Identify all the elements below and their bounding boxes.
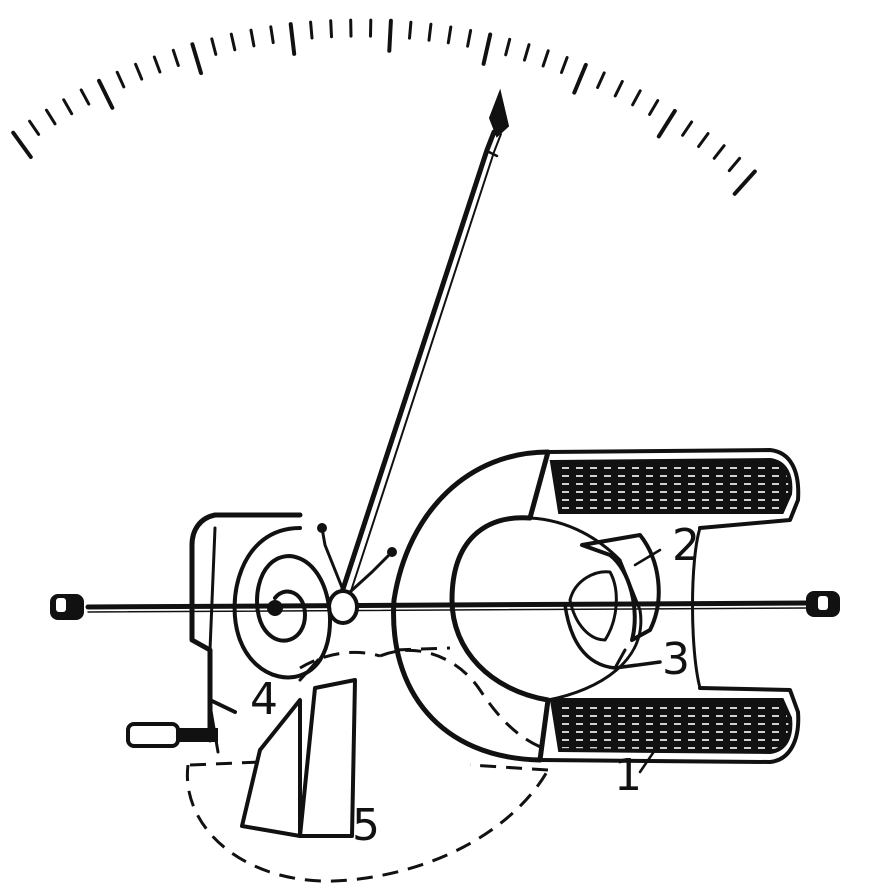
scale-minor-tick	[541, 49, 550, 68]
damping-vane	[240, 658, 357, 838]
spiral-spring	[232, 526, 332, 680]
scale-minor-tick	[62, 98, 74, 116]
meter-scale	[11, 18, 757, 196]
scale-minor-tick	[727, 156, 742, 173]
damping-chamber	[185, 650, 550, 883]
scale-minor-tick	[596, 71, 606, 89]
scale-minor-tick	[229, 32, 237, 52]
scale-minor-tick	[309, 20, 314, 40]
scale-minor-tick	[648, 99, 660, 116]
scale-minor-tick	[249, 28, 256, 48]
scale-major-tick	[481, 32, 493, 66]
label-part-4: 4	[250, 674, 278, 725]
scale-minor-tick	[134, 62, 144, 81]
coil-yoke	[379, 448, 801, 764]
coil-winding-upper	[549, 457, 793, 514]
scale-minor-tick	[79, 88, 91, 106]
scale-major-tick	[656, 109, 677, 139]
scale-minor-tick	[269, 25, 275, 45]
moving-iron-vane	[568, 533, 661, 642]
scale-minor-tick	[466, 29, 473, 48]
scale-major-tick	[11, 130, 33, 159]
scale-minor-tick	[681, 120, 694, 137]
scale-minor-tick	[210, 37, 218, 56]
scale-minor-tick	[427, 22, 433, 42]
scale-minor-tick	[152, 55, 162, 74]
scale-minor-tick	[712, 144, 726, 160]
scale-minor-tick	[446, 25, 453, 45]
scale-major-tick	[97, 78, 115, 110]
pointer-hub	[317, 523, 397, 625]
scale-minor-tick	[523, 43, 531, 62]
scale-minor-tick	[504, 37, 512, 57]
label-leaders	[633, 548, 662, 774]
support-bracket	[126, 512, 303, 754]
pointer-needle	[339, 88, 510, 595]
scale-minor-tick	[171, 48, 180, 67]
scale-major-tick	[572, 62, 588, 95]
label-part-3: 3	[662, 634, 690, 685]
scale-minor-tick	[697, 132, 710, 148]
scale-major-tick	[288, 22, 297, 56]
fixed-iron-vane	[563, 603, 662, 670]
scale-minor-tick	[408, 20, 413, 40]
scale-minor-tick	[560, 56, 569, 74]
axle	[50, 591, 840, 620]
scale-major-tick	[387, 18, 393, 53]
scale-minor-tick	[45, 108, 57, 126]
scale-minor-tick	[613, 80, 624, 98]
scale-minor-tick	[115, 70, 126, 89]
label-part-5: 5	[352, 800, 380, 851]
scale-minor-tick	[28, 119, 41, 136]
scale-major-tick	[732, 169, 757, 196]
scale-minor-tick	[329, 19, 333, 39]
coil-winding-lower	[549, 698, 793, 755]
label-part-2: 2	[672, 520, 700, 571]
label-part-1: 1	[614, 750, 642, 801]
scale-minor-tick	[631, 89, 642, 107]
scale-major-tick	[190, 42, 203, 76]
